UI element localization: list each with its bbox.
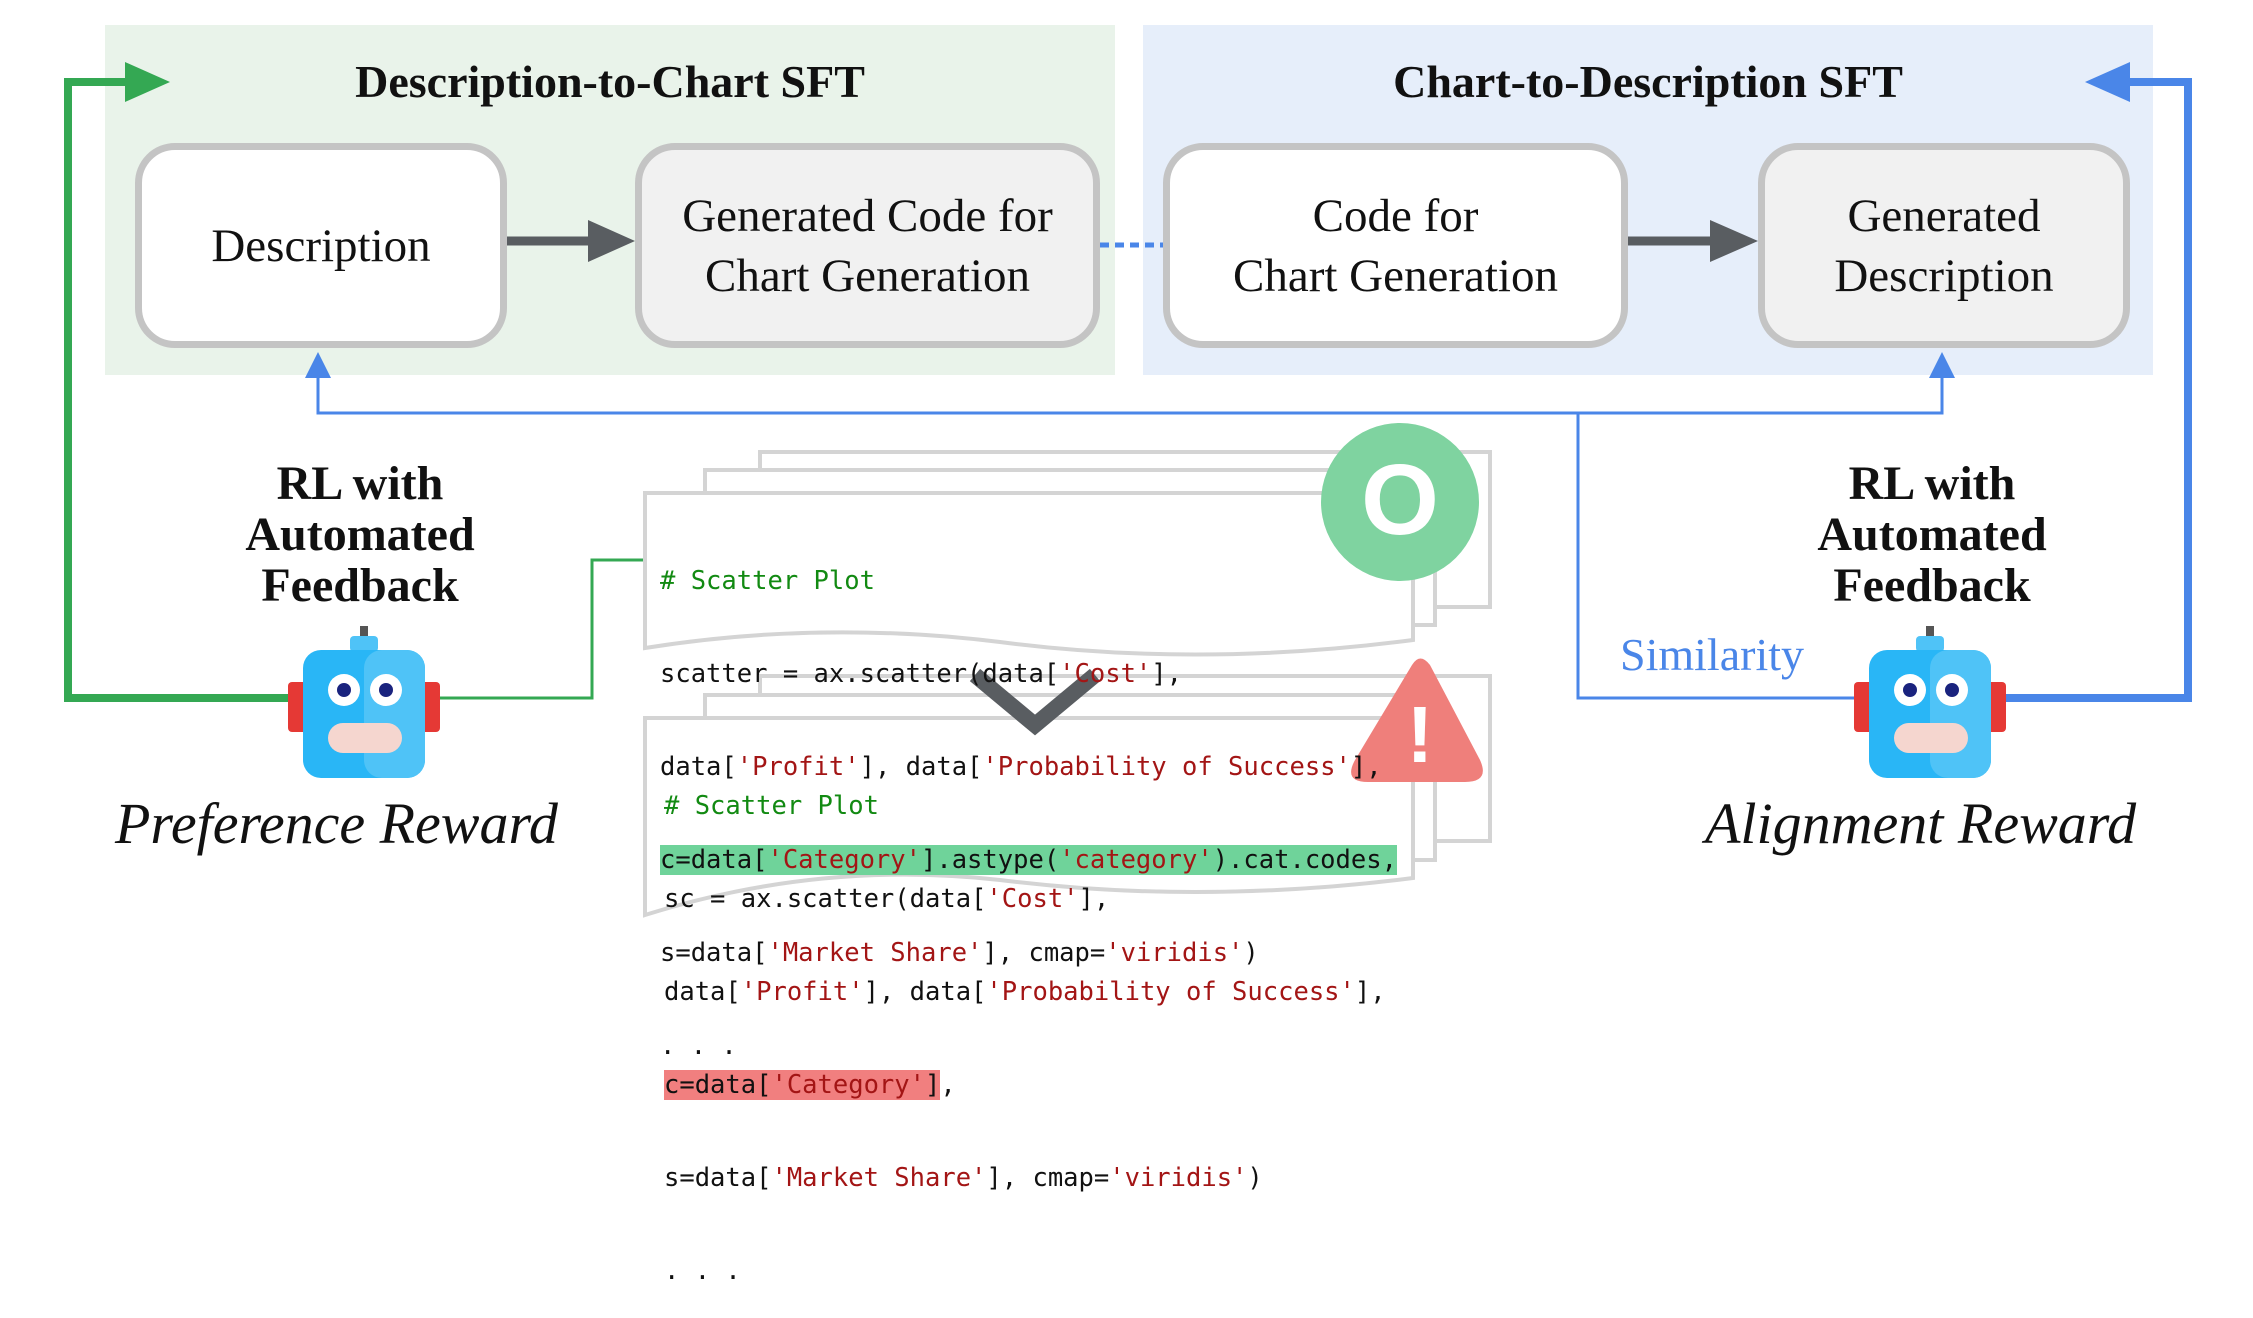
generated-description-box: Generated Description <box>1758 143 2130 348</box>
code-bad-line3-c: ], <box>1354 977 1386 1007</box>
code-bad-ellipsis: . . . <box>664 1256 741 1286</box>
code-good-line2-str: 'Cost' <box>1059 659 1152 689</box>
arrow-code-to-description <box>1628 220 1758 262</box>
code-bad-line3-a: data[ <box>664 977 741 1007</box>
blue-feedback-loop <box>1992 62 2192 702</box>
code-bad-line5-b: ], cmap= <box>986 1163 1110 1193</box>
code-good-line4-str1: 'Category' <box>767 845 921 875</box>
left-rl-line3: Feedback <box>261 559 459 612</box>
generated-code-line2: Chart Generation <box>705 249 1030 302</box>
code-good-line3-str2: 'Probability of Success' <box>982 752 1351 782</box>
code-for-chart-box: Code for Chart Generation <box>1163 143 1628 348</box>
code-bad-line5-str2: 'viridis' <box>1109 1163 1248 1193</box>
code-good-line4-b: ].astype( <box>921 845 1060 875</box>
generated-description-line1: Generated <box>1847 189 2041 242</box>
robot-icon-left <box>288 626 440 778</box>
robot-icon-right <box>1854 626 2006 778</box>
code-bad-line2: sc = ax.scatter(data[ <box>664 884 987 914</box>
left-panel-title: Description-to-Chart SFT <box>355 56 865 107</box>
code-sheet-stack-top <box>643 450 1492 657</box>
code-bad-line2-end: ], <box>1078 884 1110 914</box>
description-box-label: Description <box>211 219 431 272</box>
code-bad-line5-str1: 'Market Share' <box>771 1163 987 1193</box>
code-good-highlight: c=data['Category'].astype('category').ca… <box>660 845 1397 875</box>
code-bad-line4-b: ] <box>925 1070 941 1100</box>
code-bad-line4-a: c=data[ <box>664 1070 772 1100</box>
good-badge-label: O <box>1361 444 1439 556</box>
code-for-chart-line1: Code for <box>1312 189 1479 242</box>
left-rl-line2: Automated <box>245 508 475 561</box>
code-good-comment: # Scatter Plot <box>660 566 875 596</box>
chevron-down-icon <box>969 668 1101 736</box>
code-bad-line4-str1: 'Category' <box>771 1070 925 1100</box>
code-good-line4-c: ).cat.codes, <box>1212 845 1397 875</box>
code-bad: # Scatter Plot sc = ax.scatter(data['Cos… <box>664 729 1386 1318</box>
code-good-line2: scatter = ax.scatter(data[ <box>660 659 1060 689</box>
code-bad-line3-str1: 'Profit' <box>740 977 864 1007</box>
left-rl-title: RL with Automated Feedback <box>180 458 540 611</box>
warning-icon <box>1351 658 1483 782</box>
right-rl-line1: RL with <box>1848 457 2016 510</box>
alignment-feedback-lines <box>305 352 1955 700</box>
preference-reward-label: Preference Reward <box>115 791 558 856</box>
bad-badge-label: ! <box>1406 690 1434 779</box>
code-good-line3-c: ], <box>1350 752 1382 782</box>
arrow-description-to-code <box>507 220 635 262</box>
similarity-label: Similarity <box>1620 629 1804 680</box>
code-for-chart-line2: Chart Generation <box>1233 249 1558 302</box>
code-good-line3-str1: 'Profit' <box>736 752 860 782</box>
left-rl-line1: RL with <box>276 457 444 510</box>
code-bad-line4-c: , <box>940 1070 956 1100</box>
code-bad-line5-c: ) <box>1247 1163 1263 1193</box>
generated-code-line1: Generated Code for <box>682 189 1053 242</box>
code-bad-line5-a: s=data[ <box>664 1163 772 1193</box>
generated-description-line2: Description <box>1834 249 2054 302</box>
code-good-line2-end: ], <box>1151 659 1183 689</box>
right-panel-title: Chart-to-Description SFT <box>1393 56 1903 107</box>
check-circle-icon <box>1321 423 1479 581</box>
code-bad-line3-str2: 'Probability of Success' <box>986 977 1355 1007</box>
code-good-line3-a: data[ <box>660 752 737 782</box>
code-good-line3-b: ], data[ <box>859 752 983 782</box>
code-bad-highlight: c=data['Category'] <box>664 1070 941 1100</box>
code-good-line4-str2: 'category' <box>1059 845 1213 875</box>
green-feedback-loop <box>64 62 300 702</box>
right-rl-title: RL with Automated Feedback <box>1752 458 2112 611</box>
code-bad-line2-str: 'Cost' <box>986 884 1079 914</box>
connectors <box>64 62 2192 918</box>
code-bad-comment: # Scatter Plot <box>664 791 879 821</box>
code-bad-line3-b: ], data[ <box>863 977 987 1007</box>
alignment-reward-label: Alignment Reward <box>1705 791 2137 856</box>
code-good-line4-a: c=data[ <box>660 845 768 875</box>
right-rl-line3: Feedback <box>1833 559 2031 612</box>
green-bracket <box>430 558 648 700</box>
right-rl-line2: Automated <box>1817 508 2047 561</box>
description-box: Description <box>135 143 507 348</box>
generated-code-box: Generated Code for Chart Generation <box>635 143 1100 348</box>
